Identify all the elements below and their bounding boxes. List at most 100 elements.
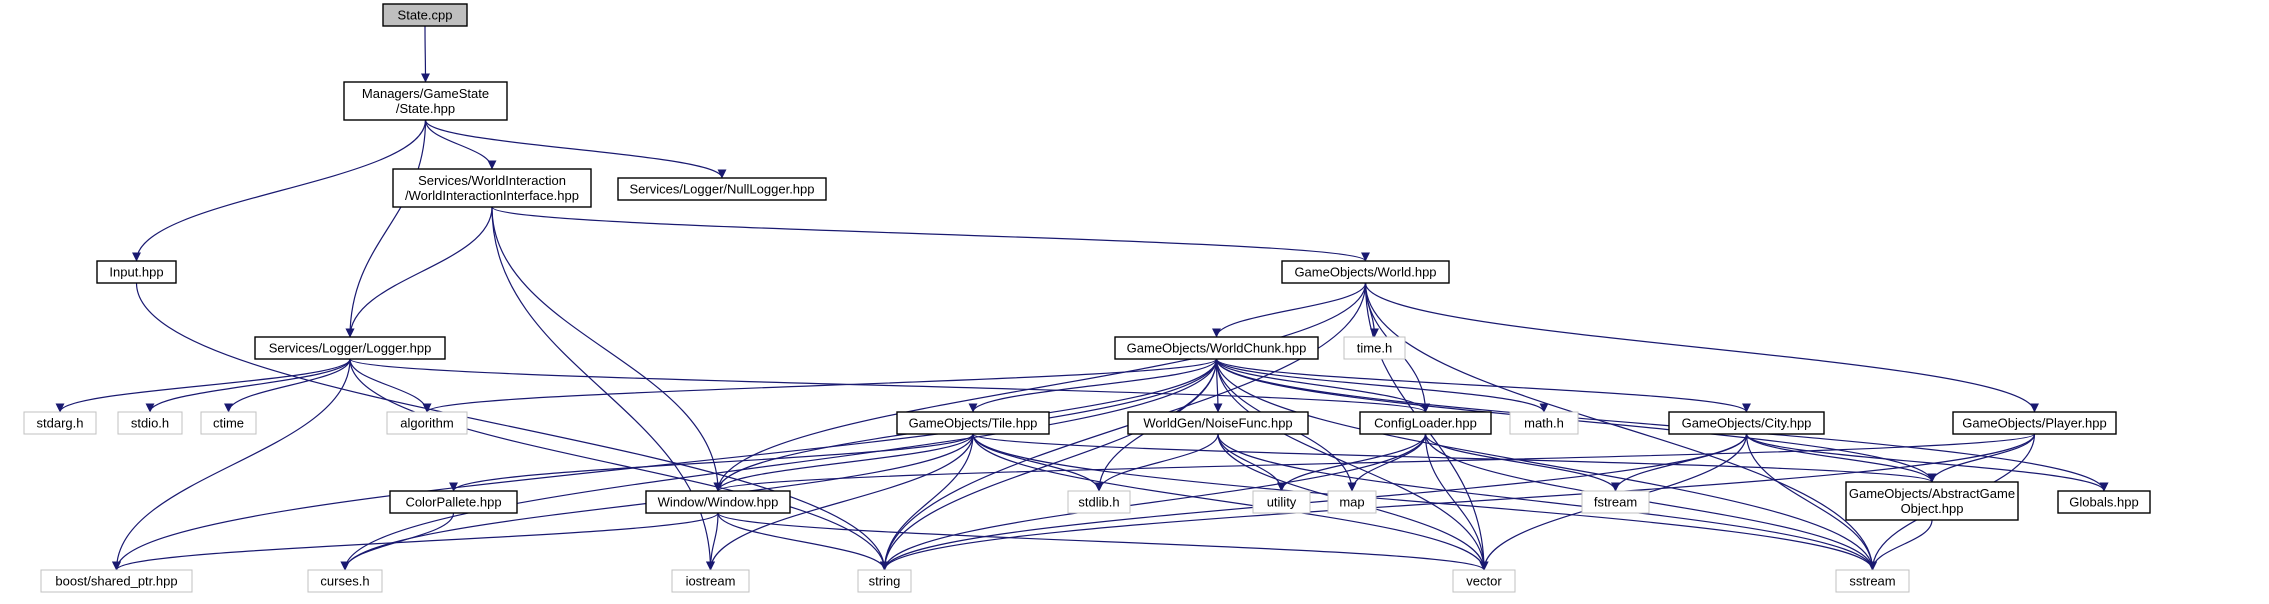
edge-tile_hpp-to-vector [972,433,1489,571]
node-label: GameObjects/AbstractGame [1849,486,2015,501]
node-box [1327,490,1377,514]
edge-wii_hpp-to-logger_hpp [345,206,493,338]
node-input-hpp[interactable]: Input.hpp [96,260,177,284]
edge-logger_hpp-to-stdio_h [145,358,351,413]
node-box [1835,569,1910,593]
node-box [386,411,468,435]
node-state-cpp[interactable]: State.cpp [382,3,468,27]
node-layer: State.cppManagers/GameState/State.hppSer… [23,3,2151,593]
node-window-hpp[interactable]: Window/Window.hpp [645,490,791,514]
node-player-hpp[interactable]: GameObjects/Player.hpp [1952,411,2117,435]
node-label: Services/WorldInteraction [418,173,566,188]
edge-window_hpp-to-vector [717,512,1489,571]
edge-worldchunk_hpp-to-curses_h [340,358,1218,571]
node-label: ColorPallete.hpp [405,495,501,510]
node-label: WorldGen/NoiseFunc.hpp [1143,416,1292,431]
node-label: Globals.hpp [2069,495,2138,510]
edge-state_hpp-to-input_hpp [132,119,427,262]
edge-tile_hpp-to-window_hpp [713,433,974,492]
edge-wii_hpp-to-iostream [491,206,715,571]
node-fstream: fstream [1581,490,1650,514]
edge-world_hpp-to-string [880,282,1367,571]
node-box [1581,490,1650,514]
node-vector: vector [1452,569,1516,593]
node-configloader-hpp[interactable]: ConfigLoader.hpp [1359,411,1492,435]
node-tile-hpp[interactable]: GameObjects/Tile.hpp [896,411,1050,435]
node-label: string [869,574,901,589]
edge-logger_hpp-to-shared_ptr_hpp [112,358,351,571]
node-label: utility [1267,495,1297,510]
node-box [1952,411,2117,435]
edge-city_hpp-to-string [880,433,1748,571]
node-label: sstream [1849,574,1895,589]
node-label: curses.h [320,574,369,589]
node-nulllogger-hpp[interactable]: Services/Logger/NullLogger.hpp [617,177,827,201]
node-box [857,569,912,593]
node-box [1067,490,1131,514]
edge-world_hpp-to-sstream [1364,282,1877,571]
node-worldchunk-hpp[interactable]: GameObjects/WorldChunk.hpp [1114,336,1319,360]
edge-input_hpp-to-string [135,282,889,571]
edge-worldchunk_hpp-to-math_h [1215,358,1549,413]
node-label: stdio.h [131,416,169,431]
node-label: iostream [686,574,736,589]
node-math-h: math.h [1509,411,1579,435]
edge-logger_hpp-to-stdarg_h [55,358,351,413]
node-label: Input.hpp [109,265,163,280]
node-label: /State.hpp [396,101,455,116]
edge-player_hpp-to-window_hpp [713,433,2036,492]
node-box [254,336,446,360]
edge-state_hpp-to-nulllogger_hpp [424,119,727,179]
node-box [96,260,177,284]
edge-world_hpp-to-player_hpp [1364,282,2039,413]
node-box [896,411,1050,435]
node-globals-hpp[interactable]: Globals.hpp [2057,490,2151,514]
node-colorpallete-hpp[interactable]: ColorPallete.hpp [389,490,518,514]
edge-state_hpp-to-logger_hpp [345,119,427,338]
node-wii-hpp[interactable]: Services/WorldInteraction/WorldInteracti… [392,168,592,208]
edge-worldchunk_hpp-to-string [880,358,1218,571]
edge-tile_hpp-to-sstream [972,433,1877,571]
node-city-hpp[interactable]: GameObjects/City.hpp [1668,411,1825,435]
node-stdlib-h: stdlib.h [1067,490,1131,514]
edge-worldchunk_hpp-to-shared_ptr_hpp [112,358,1218,571]
node-box [389,490,518,514]
node-noisefunc-hpp[interactable]: WorldGen/NoiseFunc.hpp [1127,411,1309,435]
node-iostream: iostream [671,569,750,593]
node-label: Window/Window.hpp [658,495,779,510]
node-label: stdarg.h [37,416,84,431]
node-label: stdlib.h [1078,495,1119,510]
node-label: GameObjects/World.hpp [1294,265,1436,280]
edge-noisefunc_hpp-to-stdlib_h [1094,433,1219,492]
node-stdio-h: stdio.h [117,411,183,435]
node-box [23,411,97,435]
edge-worldchunk_hpp-to-algorithm [422,358,1218,413]
node-label: time.h [1357,341,1392,356]
edge-window_hpp-to-iostream [706,512,719,571]
node-logger-hpp[interactable]: Services/Logger/Logger.hpp [254,336,446,360]
node-world-hpp[interactable]: GameObjects/World.hpp [1281,260,1450,284]
node-label: GameObjects/City.hpp [1682,416,1812,431]
node-label: GameObjects/Tile.hpp [909,416,1038,431]
node-time-h: time.h [1343,336,1406,360]
edge-window_hpp-to-string [717,512,889,571]
node-box [343,81,508,121]
edge-world_hpp-to-worldchunk_hpp [1212,282,1367,338]
node-box [1114,336,1319,360]
node-label: fstream [1594,495,1637,510]
node-label: State.cpp [398,8,453,23]
node-string: string [857,569,912,593]
node-label: Services/Logger/NullLogger.hpp [629,182,814,197]
node-label: map [1339,495,1364,510]
edge-window_hpp-to-shared_ptr_hpp [112,512,719,571]
node-box [645,490,791,514]
edge-city_hpp-to-globals_hpp [1745,433,2109,492]
edge-wii_hpp-to-world_hpp [491,206,1370,262]
edge-tile_hpp-to-colorpallete_hpp [449,433,974,492]
edge-wii_hpp-to-window_hpp [491,206,723,492]
node-box [1509,411,1579,435]
node-state-hpp[interactable]: Managers/GameState/State.hpp [343,81,508,121]
node-label: /WorldInteractionInterface.hpp [405,188,579,203]
